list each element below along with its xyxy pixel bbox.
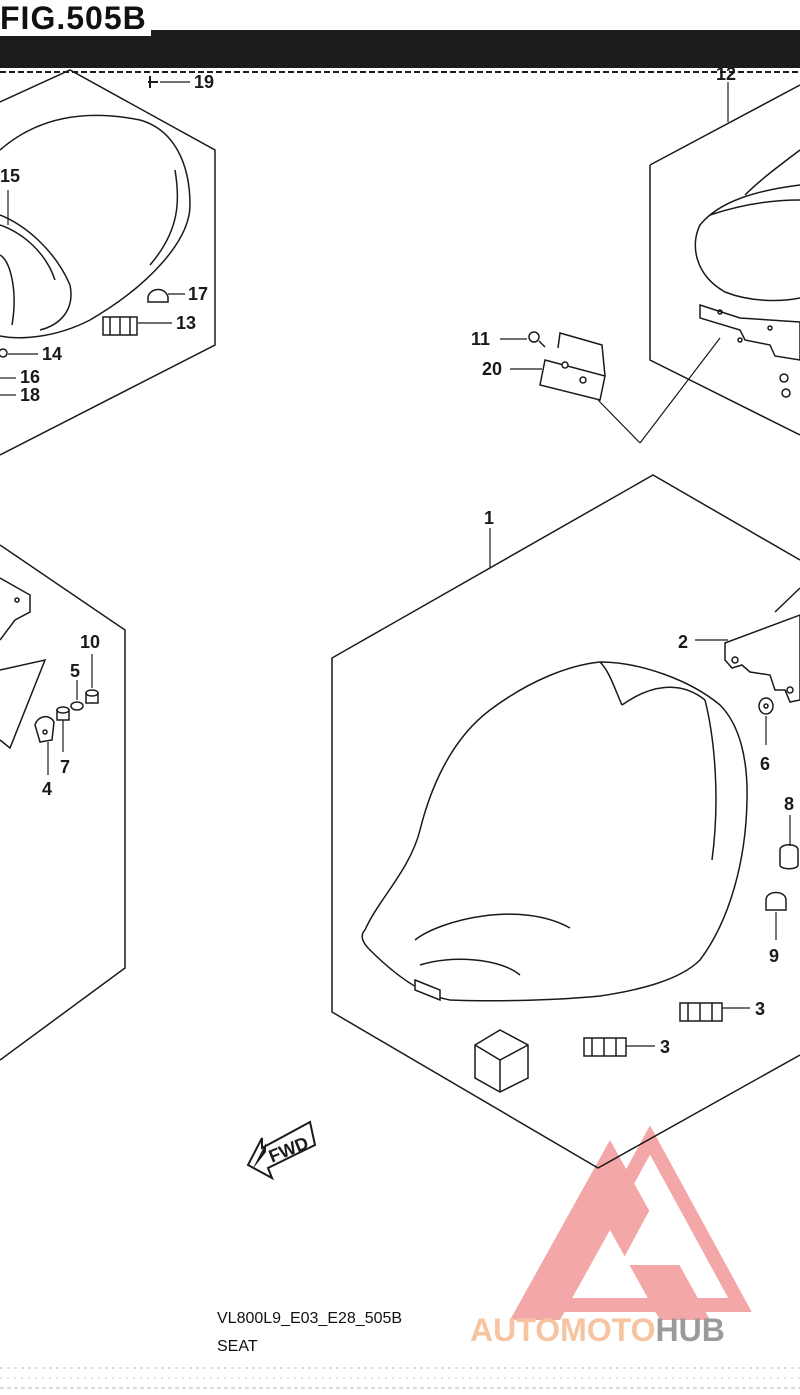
section-name: SEAT: [217, 1338, 258, 1355]
callout-16: 16: [20, 367, 40, 387]
footer-band: [0, 1367, 800, 1389]
callout-3b: 3: [660, 1037, 670, 1057]
figure-title: FIG.505B: [0, 0, 151, 36]
passenger-seat-cushion: [0, 114, 191, 339]
callout-15: 15: [0, 166, 20, 186]
fitting-nut-10: [85, 689, 99, 704]
fwd-arrow: FWD: [246, 1120, 317, 1181]
fitting-hook-4: [34, 716, 55, 743]
model-code: VL800L9_E03_E28_505B: [217, 1310, 403, 1327]
watermark-text-b: HUB: [655, 1312, 725, 1348]
callout-17: 17: [188, 284, 208, 304]
watermark-text-a: AUTOMOTO: [470, 1312, 656, 1348]
leaders-center: [500, 338, 542, 370]
callout-18: 18: [20, 385, 40, 405]
passenger-clip-13: [102, 316, 138, 336]
seat-rear-cushion: [694, 184, 800, 302]
seat-strap-panel: [649, 84, 800, 436]
fitting-collar-7: [56, 706, 70, 721]
watermark-logo: [510, 1125, 752, 1320]
seat-strap-bracket: [699, 303, 800, 361]
passenger-bolt-19: [148, 76, 158, 88]
callout-13: 13: [176, 313, 196, 333]
watermark-text: AUTOMOTOHUB: [470, 1312, 725, 1349]
seat-bolt-11: [528, 331, 546, 348]
seat-cushion-9: [765, 891, 787, 911]
passenger-seat-panel: [0, 69, 216, 456]
callout-20: 20: [482, 359, 502, 379]
callout-8: 8: [784, 794, 794, 814]
leaders-fittings: [47, 654, 93, 775]
callout-12: 12: [716, 64, 736, 84]
callout-10: 10: [80, 632, 100, 652]
leaders-main: [489, 528, 791, 1047]
callout-5: 5: [70, 661, 80, 681]
main-seat-panel: [331, 474, 800, 1169]
leaders-top-left: [0, 81, 190, 396]
seat-box-part: [474, 1029, 529, 1093]
fittings-panel: [0, 544, 126, 1061]
main-seat-cushion: [361, 661, 748, 1002]
callout-14: 14: [42, 344, 62, 364]
seat-clip-3a: [679, 1002, 723, 1022]
callout-9: 9: [769, 946, 779, 966]
seat-cushion-8: [779, 844, 799, 870]
seat-washer-6: [758, 697, 774, 715]
callout-7: 7: [60, 757, 70, 777]
callout-6: 6: [760, 754, 770, 774]
passenger-cap-17: [147, 288, 169, 303]
callout-labels: 1 2 3 3 4 5 6 7 8 9 10 11 12 13 14 15 16…: [0, 64, 794, 1057]
callout-3a: 3: [755, 999, 765, 1019]
seat-bracket-2: [724, 587, 800, 703]
callout-11: 11: [471, 329, 490, 349]
fitting-washer-5: [70, 701, 84, 711]
callout-1: 1: [484, 508, 494, 528]
callout-19: 19: [194, 72, 214, 92]
leaders-top-right: [597, 82, 729, 444]
callout-4: 4: [42, 779, 52, 799]
callout-2: 2: [678, 632, 688, 652]
seat-strap-20: [539, 332, 606, 401]
header-band: [0, 30, 800, 73]
seat-clip-3b: [583, 1037, 627, 1057]
